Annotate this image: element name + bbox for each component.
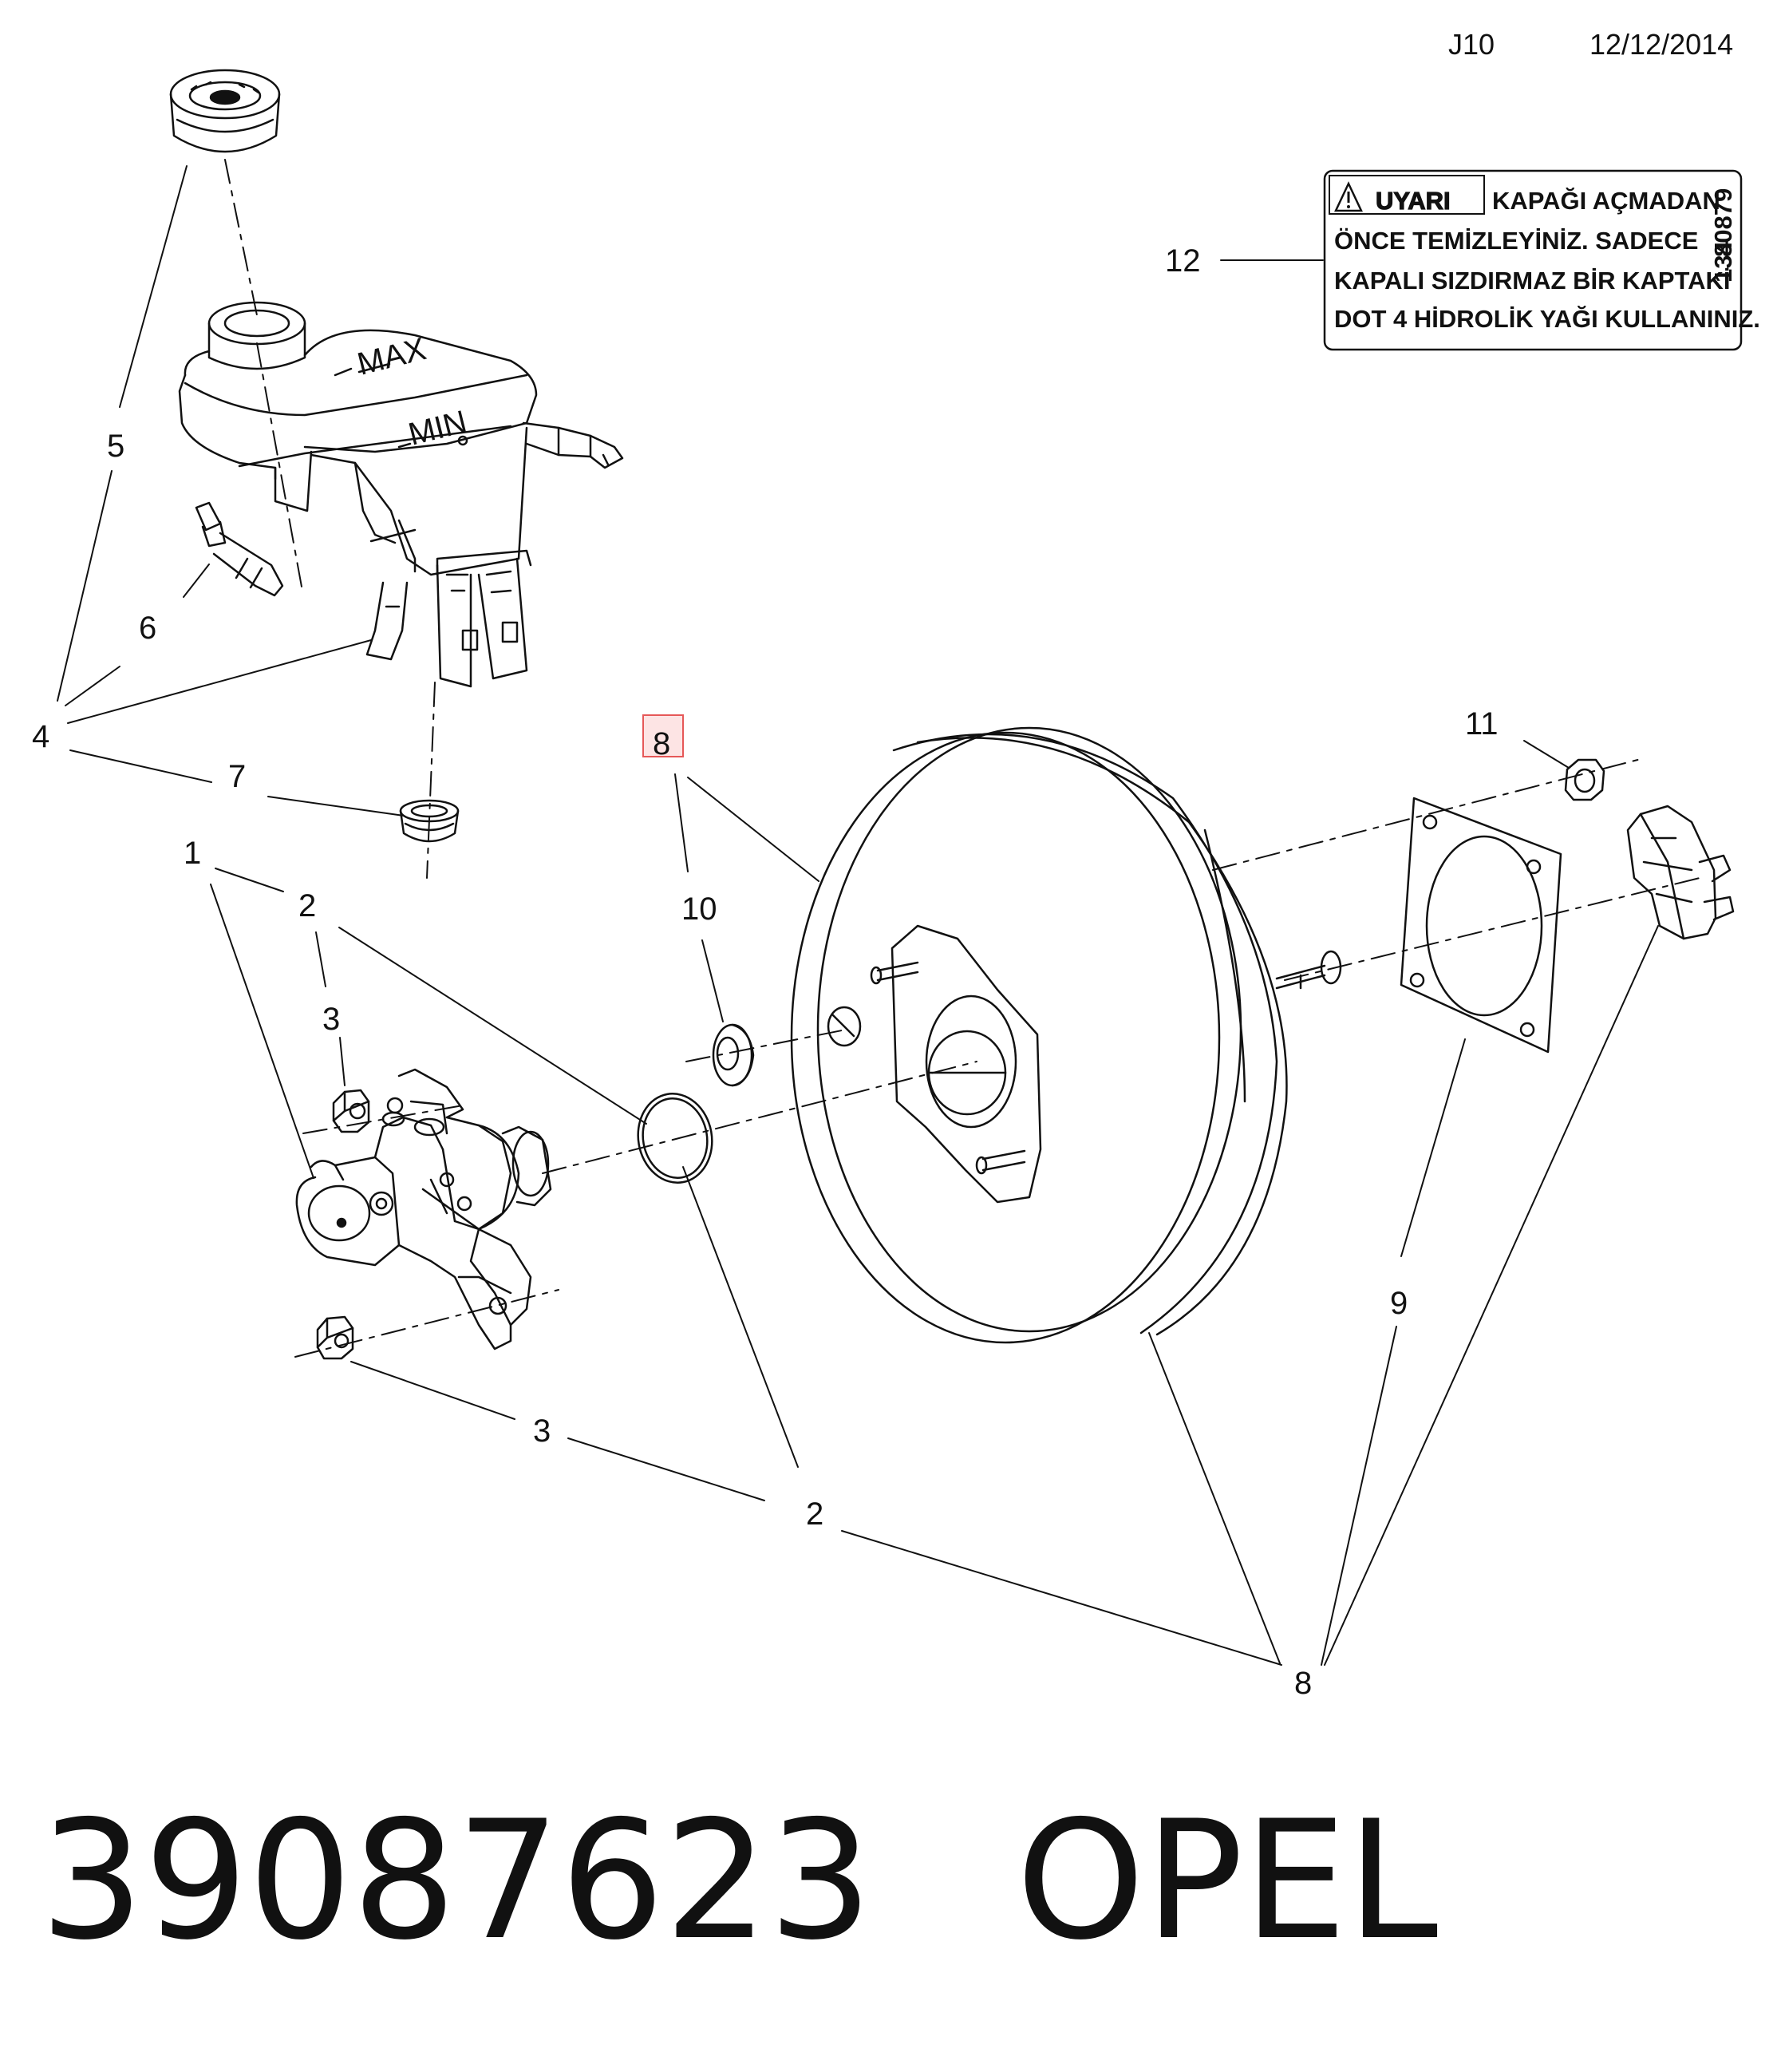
part-number: 39087623 [40, 1786, 873, 1976]
callout-3-lower: 3 [533, 1414, 551, 1449]
callout-6: 6 [139, 611, 156, 646]
booster-nut [1564, 758, 1605, 801]
warning-label: UYARI KAPAĞI AÇMADAN ÖNCE TEMİZLEYİNİZ. … [1323, 169, 1760, 351]
callout-11: 11 [1465, 706, 1499, 741]
callout-12: 12 [1165, 243, 1201, 279]
brand-name: OPEL [1016, 1786, 1439, 1976]
mounting-gasket [1400, 797, 1562, 1054]
rear-bracket [1626, 805, 1735, 940]
callout-2-upper: 2 [298, 888, 316, 923]
svg-text:MAX: MAX [354, 331, 430, 382]
callout-10: 10 [681, 892, 717, 927]
callout-8: 8 [1294, 1666, 1312, 1701]
callout-1: 1 [184, 836, 201, 871]
highlight-box [642, 714, 684, 757]
diagram-code: J10 [1448, 28, 1495, 61]
brake-booster [790, 726, 1342, 1344]
pushrod-seal [712, 1023, 755, 1087]
callout-3-upper: 3 [322, 1002, 340, 1037]
warning-line-4: DOT 4 HİDROLİK YAĞI KULLANINIZ. [1334, 305, 1760, 333]
warning-line-1: KAPAĞI AÇMADAN [1492, 187, 1720, 215]
svg-text:MIN: MIN [405, 404, 471, 452]
callouts: 5 6 4 7 1 2 3 8 10 11 12 9 3 2 8 [32, 243, 1499, 1701]
callout-5: 5 [107, 429, 124, 464]
callout-7: 7 [228, 759, 246, 794]
reservoir-cap [169, 69, 281, 153]
callout-8-highlight: 8 [653, 726, 670, 761]
level-sensor [195, 501, 284, 597]
callout-4: 4 [32, 719, 49, 754]
leader-lines [57, 165, 1659, 1666]
label-code-large: 80879 [1709, 188, 1737, 257]
o-ring [637, 1093, 713, 1184]
warning-line-2: ÖNCE TEMİZLEYİNİZ. SADECE [1334, 227, 1698, 255]
callout-9: 9 [1390, 1286, 1408, 1321]
master-cylinder [295, 1068, 552, 1350]
fluid-reservoir: MAX MIN [178, 301, 624, 688]
warning-title: UYARI [1376, 187, 1451, 215]
warning-line-3: KAPALI SIZDIRMAZ BİR KAPTAKİ [1334, 267, 1731, 295]
warning-triangle-icon [1334, 181, 1363, 212]
label-code-small: 134 [1709, 241, 1737, 283]
nut-lower [316, 1315, 354, 1360]
callout-2-lower: 2 [806, 1497, 823, 1532]
diagram-date: 12/12/2014 [1589, 28, 1733, 61]
center-lines [224, 159, 1700, 1358]
